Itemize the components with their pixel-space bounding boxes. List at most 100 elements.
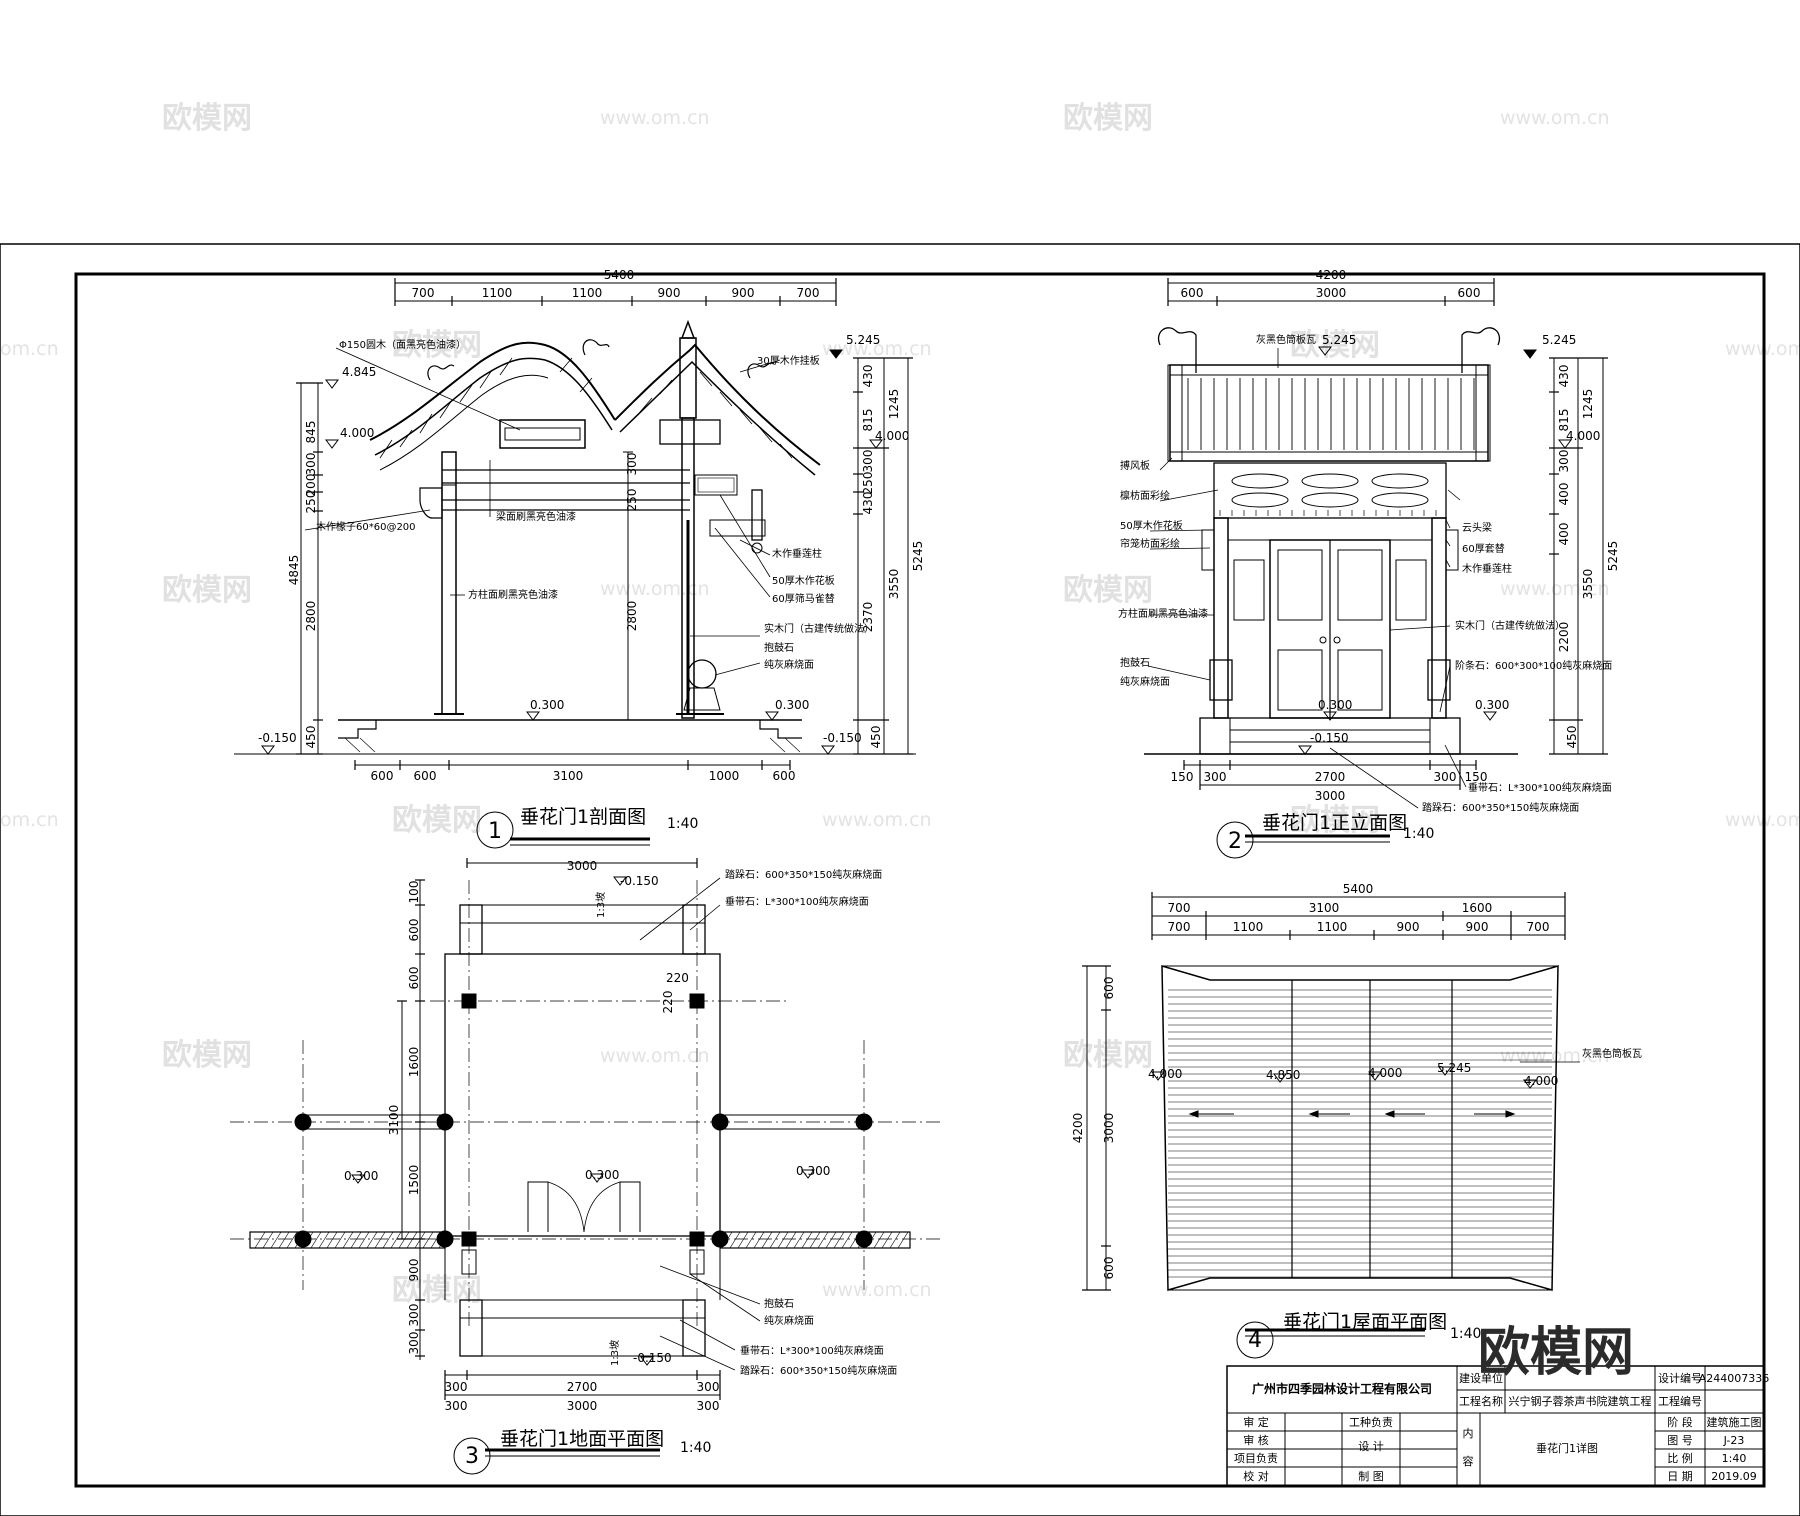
view-2-number: 2	[1228, 829, 1242, 854]
svg-text:300: 300	[625, 453, 639, 476]
svg-text:1:40: 1:40	[1722, 1452, 1747, 1465]
svg-text:4.000: 4.000	[340, 426, 374, 440]
svg-text:450: 450	[869, 726, 883, 749]
svg-text:220: 220	[666, 971, 689, 985]
svg-text:300: 300	[445, 1380, 468, 1394]
svg-text:抱鼓石: 抱鼓石	[764, 641, 794, 654]
svg-text:815: 815	[1557, 409, 1571, 432]
watermark-edge-text: om.cn	[0, 338, 59, 360]
svg-text:450: 450	[304, 726, 318, 749]
view-3-text: 3000 300 2700 300 300 3000 300 100 600 6…	[344, 859, 897, 1469]
svg-text:700: 700	[412, 286, 435, 300]
svg-text:-0.150: -0.150	[620, 874, 659, 888]
watermark-text: 欧模网	[392, 803, 482, 838]
svg-text:400: 400	[1557, 523, 1571, 546]
watermark-text: 欧模网	[392, 328, 482, 363]
svg-text:1600: 1600	[407, 1047, 421, 1078]
svg-text:1600: 1600	[1462, 901, 1493, 915]
watermark-text: www.om.cn	[600, 107, 710, 129]
svg-text:-0.150: -0.150	[258, 731, 297, 745]
svg-text:5.245: 5.245	[1542, 333, 1576, 347]
svg-text:600: 600	[1458, 286, 1481, 300]
svg-text:1000: 1000	[709, 769, 740, 783]
svg-text:阶 段: 阶 段	[1667, 1415, 1693, 1429]
svg-text:300: 300	[1557, 450, 1571, 473]
view-2-front-elevation	[1144, 278, 1608, 859]
svg-text:3100: 3100	[1309, 901, 1340, 915]
svg-text:2700: 2700	[1315, 770, 1346, 784]
svg-text:250: 250	[861, 472, 875, 495]
svg-text:垂带石：L*300*100纯灰麻烧面: 垂带石：L*300*100纯灰麻烧面	[725, 895, 869, 908]
svg-text:1100: 1100	[572, 286, 603, 300]
svg-text:1100: 1100	[1233, 920, 1264, 934]
svg-text:200: 200	[304, 474, 318, 497]
watermark-text: 欧模网	[162, 573, 252, 608]
view-4-text: 5400 700 3100 1600 700 1100 1100 900 900…	[1071, 882, 1642, 1353]
svg-text:3550: 3550	[887, 569, 901, 600]
svg-text:4200: 4200	[1316, 268, 1347, 282]
svg-text:1500: 1500	[407, 1165, 421, 1196]
svg-text:600: 600	[773, 769, 796, 783]
svg-text:1:3坡: 1:3坡	[594, 892, 607, 918]
svg-text:实木门（古建传统做法）: 实木门（古建传统做法）	[764, 622, 874, 635]
svg-text:方柱面刷黑亮色油漆: 方柱面刷黑亮色油漆	[1118, 607, 1208, 620]
svg-text:搏风板: 搏风板	[1120, 459, 1150, 472]
svg-text:100: 100	[407, 881, 421, 904]
watermark-text: 欧模网	[392, 1273, 482, 1308]
svg-text:-0.150: -0.150	[823, 731, 862, 745]
svg-text:430: 430	[861, 365, 875, 388]
svg-text:内: 内	[1463, 1426, 1474, 1440]
svg-text:900: 900	[1466, 920, 1489, 934]
svg-text:2700: 2700	[567, 1380, 598, 1394]
view-2-title: 垂花门1正立面图	[1262, 812, 1407, 834]
svg-text:4.845: 4.845	[342, 365, 376, 379]
brand-watermark: 欧模网	[1478, 1323, 1634, 1383]
svg-text:木作椽子60*60@200: 木作椽子60*60@200	[316, 520, 416, 533]
svg-text:600: 600	[1102, 977, 1116, 1000]
svg-text:制 图: 制 图	[1358, 1470, 1384, 1483]
svg-text:220: 220	[661, 991, 675, 1014]
svg-text:审 核: 审 核	[1243, 1433, 1269, 1447]
view-1-text: 5400 700 1100 1100 900 900 700 600 600 3…	[258, 268, 925, 844]
svg-text:845: 845	[304, 421, 318, 444]
svg-text:设计编号: 设计编号	[1658, 1371, 1702, 1385]
svg-text:300: 300	[304, 453, 318, 476]
svg-text:3100: 3100	[387, 1105, 401, 1136]
company-name: 广州市四季园林设计工程有限公司	[1252, 1381, 1432, 1396]
svg-text:3550: 3550	[1581, 569, 1595, 600]
svg-text:300: 300	[861, 450, 875, 473]
watermark-layer: 欧模网 www.om.cn 欧模网 www.om.cn 欧模网 www.om.cn 欧模网 w…	[0, 101, 1800, 1308]
svg-text:30厚木作挂板: 30厚木作挂板	[757, 354, 820, 367]
drawing-number: A244007336	[1699, 1372, 1770, 1385]
svg-text:600: 600	[1102, 1257, 1116, 1280]
svg-text:1100: 1100	[1317, 920, 1348, 934]
svg-text:4.850: 4.850	[1266, 1068, 1300, 1082]
watermark-text: 欧模网	[1290, 803, 1380, 838]
watermark-text: www.om.cn	[1500, 1045, 1610, 1067]
svg-text:0.300: 0.300	[775, 698, 809, 712]
svg-text:垂带石：L*300*100纯灰麻烧面: 垂带石：L*300*100纯灰麻烧面	[740, 1344, 884, 1357]
svg-text:60厚筛马雀替: 60厚筛马雀替	[772, 592, 835, 605]
watermark-text: www.om.cn	[600, 1045, 710, 1067]
svg-text:工种负责: 工种负责	[1349, 1415, 1393, 1429]
svg-text:900: 900	[732, 286, 755, 300]
svg-text:木作垂莲柱: 木作垂莲柱	[772, 547, 822, 560]
view-4-scale: 1:40	[1450, 1326, 1481, 1342]
title-block	[1226, 1365, 1765, 1487]
svg-text:比 例: 比 例	[1667, 1451, 1693, 1465]
watermark-text: 欧模网	[1063, 1038, 1153, 1073]
watermark-text: www.om.cn	[822, 1279, 932, 1301]
svg-text:抱鼓石: 抱鼓石	[764, 1297, 794, 1310]
watermark-text: 欧模网	[1063, 101, 1153, 136]
svg-text:430: 430	[861, 492, 875, 515]
svg-text:300: 300	[697, 1399, 720, 1413]
watermark-text: www.om.cn	[822, 338, 932, 360]
svg-text:1:3坡: 1:3坡	[608, 1340, 621, 1366]
view-1-title: 垂花门1剖面图	[520, 806, 646, 828]
svg-text:300: 300	[445, 1399, 468, 1413]
svg-text:900: 900	[407, 1259, 421, 1282]
svg-text:灰黑色筒板瓦: 灰黑色筒板瓦	[1582, 1047, 1642, 1060]
svg-text:900: 900	[658, 286, 681, 300]
svg-text:踏跺石：600*350*150纯灰麻烧面: 踏跺石：600*350*150纯灰麻烧面	[740, 1364, 897, 1377]
